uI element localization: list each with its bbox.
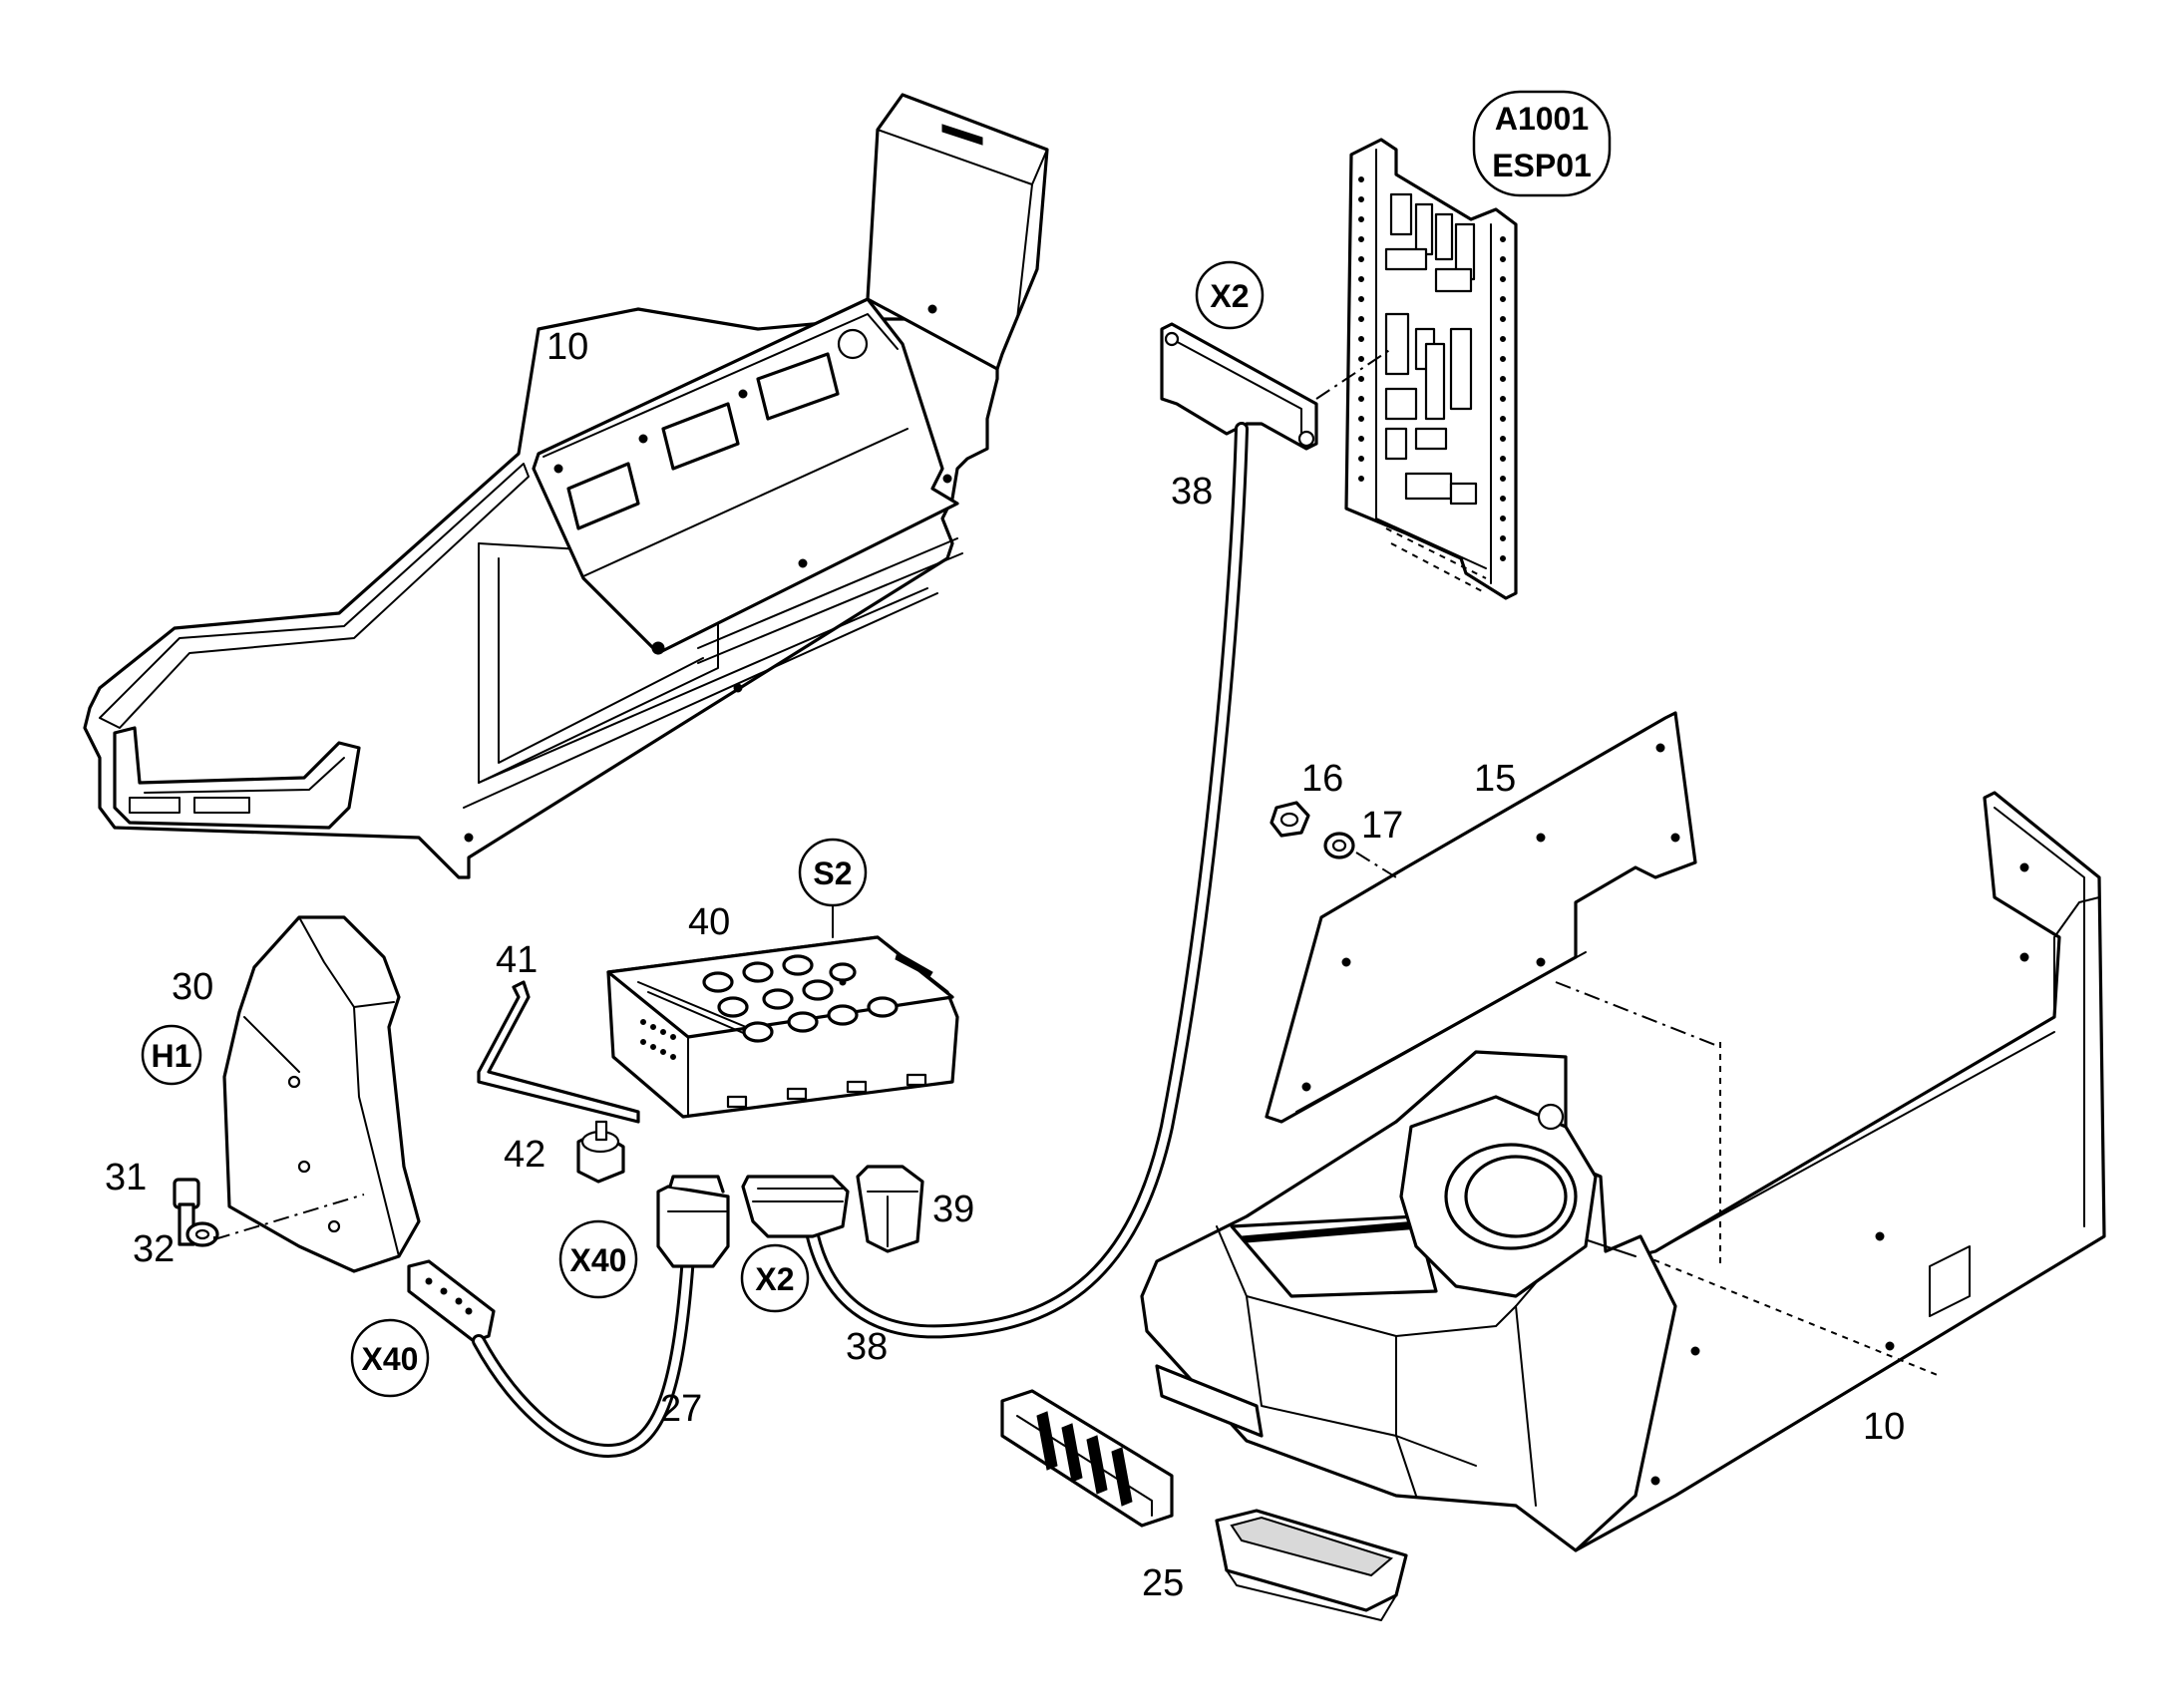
screw-31 xyxy=(173,1178,200,1246)
label-10-bottom: 10 xyxy=(1863,1406,1905,1448)
control-module-40 xyxy=(606,935,959,1119)
label-27: 27 xyxy=(660,1388,702,1430)
washer-32 xyxy=(185,1194,365,1247)
label-41: 41 xyxy=(496,939,538,981)
tag-esp01: ESP01 xyxy=(1492,148,1592,183)
svg-text:X40: X40 xyxy=(570,1242,627,1278)
connector-tags: A1001 ESP01 X2 S2 H1 X40 X2 X40 xyxy=(141,90,1612,1398)
cover-plate-15 xyxy=(1265,711,1697,1124)
label-38-top: 38 xyxy=(1171,471,1213,512)
led-row xyxy=(640,1019,676,1060)
label-31: 31 xyxy=(105,1157,147,1198)
tag-x40-left: X40 xyxy=(350,1318,430,1398)
tag-x2-top: X2 xyxy=(1195,260,1265,330)
vent-grille-25-a xyxy=(1000,1389,1174,1528)
tag-h1: H1 xyxy=(141,1024,202,1086)
esp01-circuit-board xyxy=(1344,138,1518,600)
plug-39 xyxy=(856,1165,924,1253)
label-30: 30 xyxy=(172,966,213,1008)
knob-42 xyxy=(576,1120,625,1184)
plug-x40-small xyxy=(407,1259,496,1343)
tag-x40-right: X40 xyxy=(558,1219,638,1299)
label-16: 16 xyxy=(1301,758,1343,800)
label-25: 25 xyxy=(1142,1562,1184,1604)
label-32: 32 xyxy=(133,1228,175,1270)
tag-s2: S2 xyxy=(798,838,868,938)
sensor-housing-30 xyxy=(222,915,421,1273)
nut-16 xyxy=(1270,801,1310,838)
label-38-bottom: 38 xyxy=(846,1326,888,1368)
label-42: 42 xyxy=(504,1134,545,1176)
tag-x2-bottom: X2 xyxy=(740,1243,810,1313)
board-holes xyxy=(1358,176,1506,561)
cable-27 xyxy=(472,1249,695,1458)
x2-connector-top xyxy=(1160,322,1392,451)
board-components xyxy=(1375,192,1487,594)
label-40: 40 xyxy=(688,901,730,943)
vent-grille-25-b xyxy=(1215,1509,1408,1621)
label-10-top: 10 xyxy=(546,326,588,368)
svg-text:X40: X40 xyxy=(362,1341,419,1377)
cable-38 xyxy=(806,422,1249,1339)
svg-text:S2: S2 xyxy=(813,855,852,891)
label-15: 15 xyxy=(1474,758,1516,800)
dashboard-housing-top xyxy=(83,93,1049,879)
label-39: 39 xyxy=(932,1189,974,1230)
plug-x40-large xyxy=(656,1175,730,1268)
svg-text:H1: H1 xyxy=(152,1038,192,1074)
part-number-labels: 10 38 16 15 17 40 41 30 42 31 32 39 38 2… xyxy=(105,326,1905,1604)
svg-text:X2: X2 xyxy=(1210,278,1249,314)
console-housing-bottom xyxy=(1140,791,2106,1552)
bracket-41 xyxy=(477,980,640,1124)
tag-a1001: A1001 xyxy=(1495,101,1589,137)
washer-17 xyxy=(1323,832,1397,878)
svg-text:X2: X2 xyxy=(755,1261,794,1297)
tag-a1001-esp01: A1001 ESP01 xyxy=(1472,90,1612,197)
plug-x2-bottom xyxy=(741,1175,850,1238)
label-17: 17 xyxy=(1361,805,1403,847)
